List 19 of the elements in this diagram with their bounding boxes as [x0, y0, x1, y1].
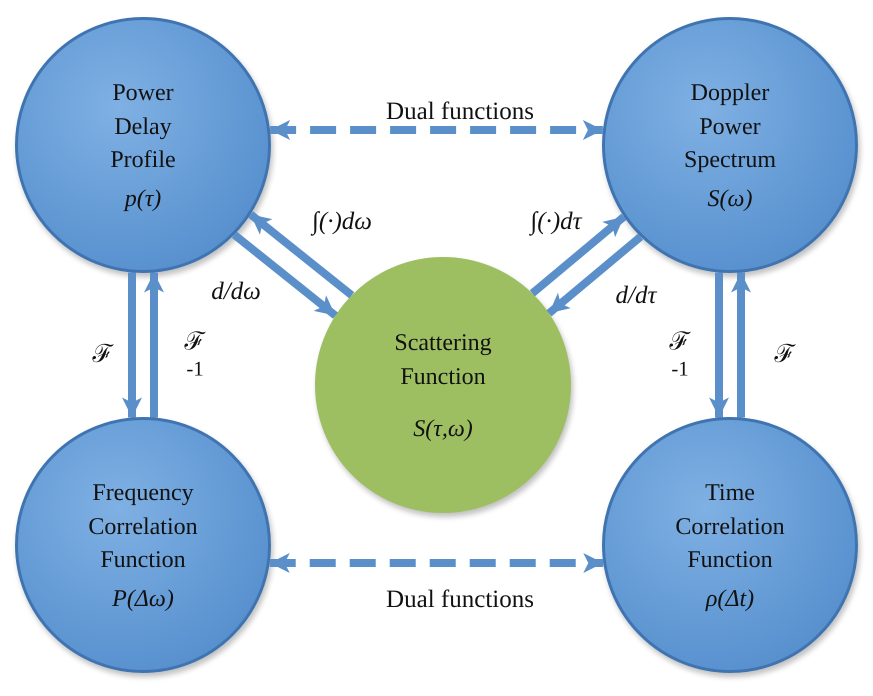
node-formula: p(τ) — [124, 186, 162, 213]
arrow — [248, 211, 354, 298]
arrow — [731, 272, 751, 418]
edge-label: ∫(·)dτ — [527, 208, 585, 236]
arrow — [546, 234, 644, 316]
arrow — [232, 232, 338, 319]
node-formula: S(τ,ω) — [413, 416, 473, 444]
arrow — [270, 120, 603, 140]
arrow — [144, 272, 164, 418]
arrow — [270, 553, 604, 573]
node-title: Frequency Correlation Function — [87, 479, 199, 576]
arrow — [709, 272, 729, 418]
node-title: Scattering Function — [393, 328, 493, 392]
arrow — [530, 214, 627, 296]
node-title: Doppler Power Spectrum — [683, 79, 777, 176]
node-formula: S(ω) — [708, 186, 752, 213]
node-formula: ρ(Δt) — [706, 586, 754, 613]
arrow — [122, 272, 142, 418]
node-formula: P(Δω) — [112, 586, 174, 613]
